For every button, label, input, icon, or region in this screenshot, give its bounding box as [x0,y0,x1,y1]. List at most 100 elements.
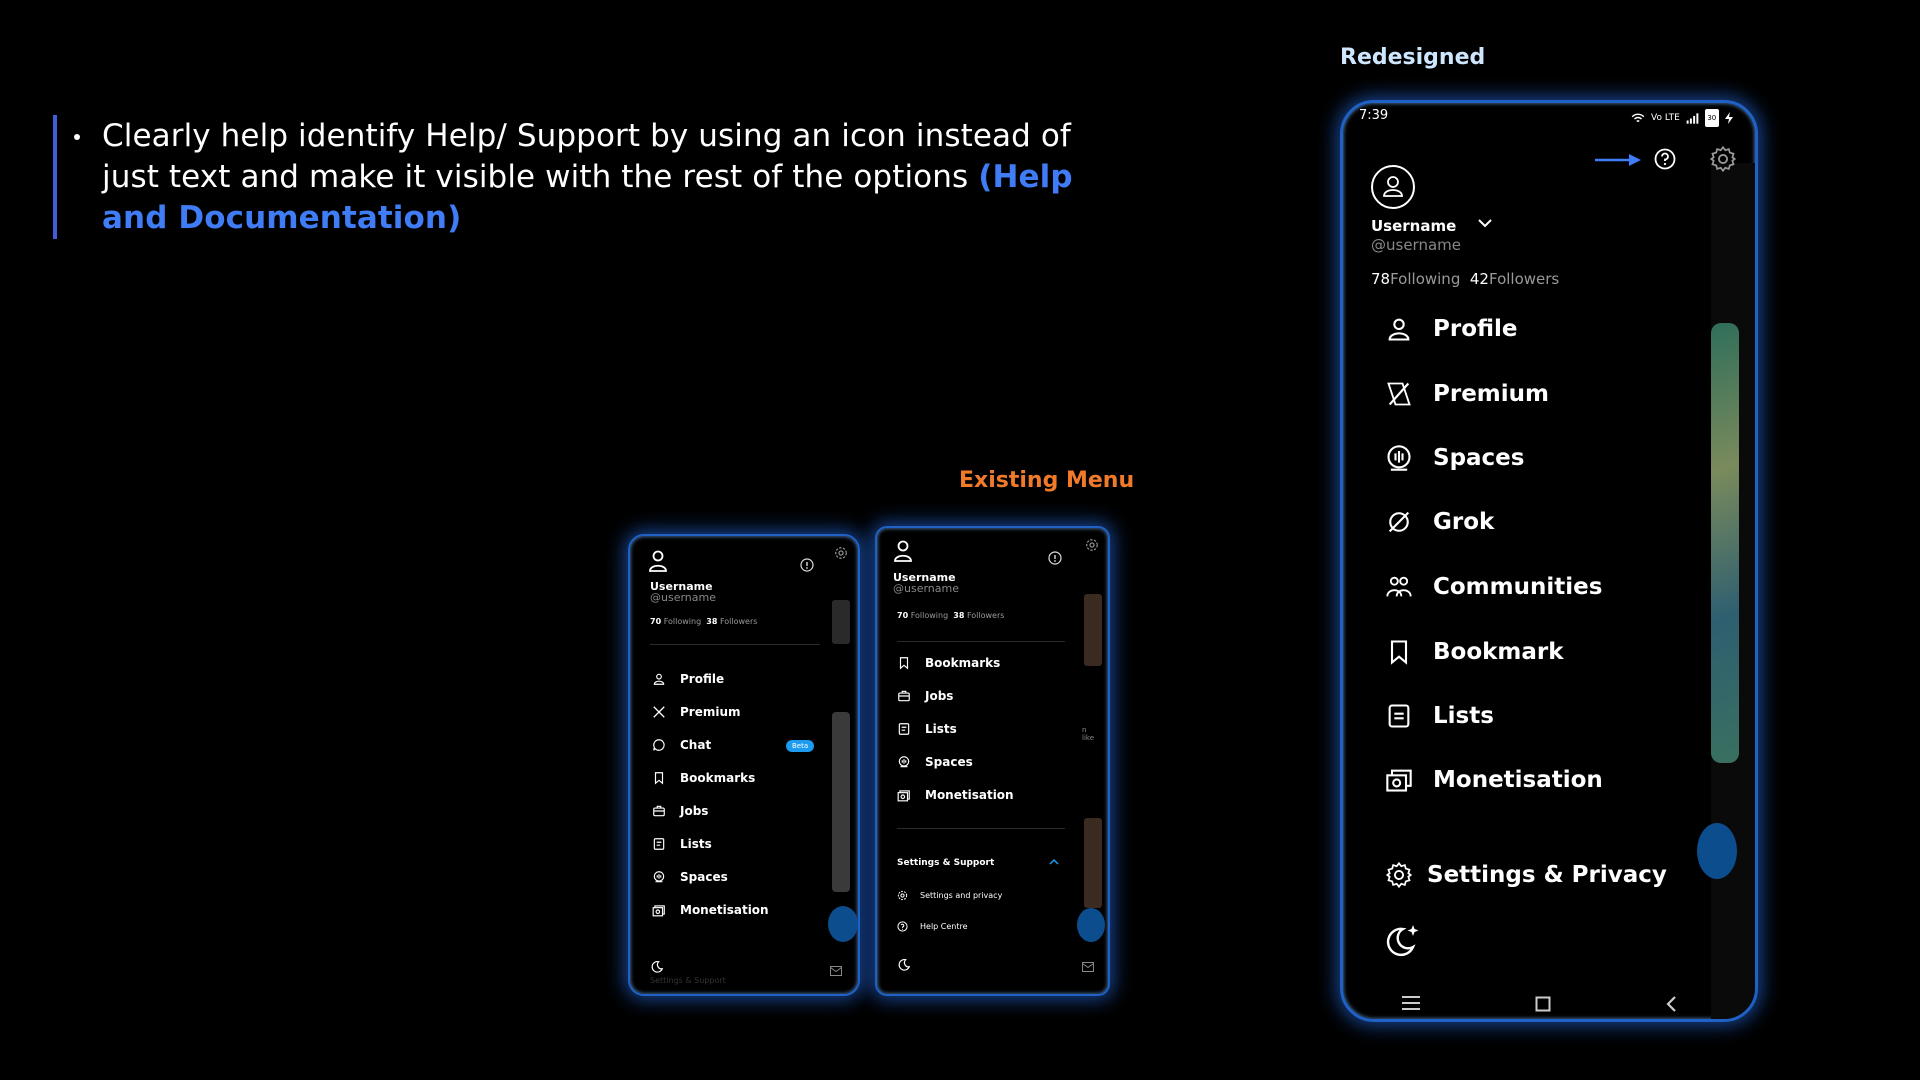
menu-item-bookmarks[interactable]: Bookmarks [652,771,755,785]
handle: @username [650,591,716,604]
briefcase-icon [653,805,665,817]
battery-icon: 30 [1704,109,1719,127]
chevron-down-icon[interactable] [1477,217,1493,229]
list-icon [653,838,665,850]
menu-item-lists[interactable]: Lists [897,722,957,736]
handle: @username [893,582,959,595]
followers-count: 38 [953,611,965,620]
bullet-highlight-text: (Help and Documentation) [102,159,1073,236]
bookmark-icon [899,657,909,670]
gear-icon[interactable] [1709,145,1737,173]
nav-home-icon[interactable] [1535,996,1551,1012]
sub-item-help-centre[interactable]: Help Centre [897,921,968,932]
existing-menu-label: Existing Menu [959,468,1135,493]
username: Username [650,580,713,593]
menu-item-label: Premium [680,705,741,719]
gear-icon [897,890,908,901]
divider [650,644,820,645]
menu-item-communities[interactable]: Communities [1385,573,1602,601]
arrow-pointer-icon [1595,153,1641,167]
settings-privacy-item[interactable]: Settings & Privacy [1385,861,1667,889]
followers-label: Followers [1488,270,1560,288]
bullet-main-text: Clearly help identify Help/ Support by u… [102,118,1071,195]
existing-menu-phone-1: Username @username 70 Following 38 Follo… [628,534,860,996]
redesigned-label: Redesigned [1340,45,1486,70]
menu-item-bookmarks[interactable]: Bookmarks [897,656,1000,670]
person-icon [649,550,667,572]
sub-item-settings-privacy[interactable]: Settings and privacy [897,890,1002,901]
moon-icon[interactable] [650,960,664,974]
menu-item-label: Monetisation [680,903,769,917]
menu-item-grok[interactable]: Grok [1385,508,1494,536]
follow-stats[interactable]: 70 Following 38 Followers [897,611,1004,620]
menu-item-spaces[interactable]: Spaces [1385,444,1524,472]
menu-item-label: Bookmarks [680,771,756,785]
menu-item-lists[interactable]: Lists [1385,702,1494,730]
compose-fab-peek [828,906,858,942]
briefcase-icon [898,690,910,702]
menu-item-label: Chat [680,738,712,752]
menu-item-monetisation[interactable]: Monetisation [652,903,769,917]
settings-privacy-label: Settings & Privacy [1427,862,1667,888]
menu-item-label: Lists [1433,703,1494,729]
communities-icon [1386,576,1412,597]
avatar[interactable] [1371,165,1415,209]
help-circle-icon[interactable] [800,558,814,572]
menu-item-label: Lists [925,722,957,736]
menu-item-jobs[interactable]: Jobs [897,689,953,703]
grok-icon [1388,511,1410,533]
menu-item-monetisation[interactable]: Monetisation [1385,766,1603,794]
money-icon [652,905,665,917]
menu-item-jobs[interactable]: Jobs [652,804,708,818]
gear-icon[interactable] [1085,538,1099,552]
menu-item-profile[interactable]: Profile [652,672,724,686]
nav-menu-icon[interactable] [1401,995,1421,1011]
settings-support-faded[interactable]: Settings & Support [650,976,726,985]
avatar[interactable] [893,540,913,562]
follow-stats[interactable]: 78Following 42Followers [1371,270,1559,288]
menu-item-premium[interactable]: Premium [652,705,741,719]
menu-item-chat[interactable]: Chat [652,738,711,752]
chevron-up-icon[interactable] [1049,858,1059,866]
bookmark-icon [654,772,664,785]
following-label: Following [663,617,702,626]
menu-item-label: Spaces [1433,445,1525,471]
menu-item-profile[interactable]: Profile [1385,315,1518,343]
bullet-dot [74,134,80,140]
bookmark-icon [1390,640,1408,665]
gear-icon[interactable] [834,546,848,560]
help-circle-icon[interactable] [1653,147,1677,171]
followers-count: 42 [1469,270,1489,288]
background-feed-peek [832,712,850,892]
wifi-icon [1631,113,1645,122]
network-label: Vo LTE [1651,113,1680,123]
menu-item-monetisation[interactable]: Monetisation [897,788,1014,802]
username: Username [893,571,956,584]
background-feed-peek [832,600,850,644]
background-feed-peek [1084,594,1102,666]
follow-stats[interactable]: 70 Following 38 Followers [650,617,757,626]
moon-icon[interactable] [1383,923,1421,959]
menu-item-spaces[interactable]: Spaces [897,755,973,769]
status-icons: Vo LTE 30 [1631,109,1733,127]
menu-item-label: Monetisation [1433,767,1603,793]
moon-icon[interactable] [897,958,911,972]
avatar[interactable] [648,550,668,572]
x-logo-icon [1387,382,1411,406]
menu-item-label: Grok [1433,509,1495,535]
list-icon [898,723,910,735]
menu-item-bookmark[interactable]: Bookmark [1385,638,1564,666]
menu-item-label: Monetisation [925,788,1014,802]
settings-support-section-title[interactable]: Settings & Support [897,858,995,868]
menu-item-lists[interactable]: Lists [652,837,712,851]
menu-item-premium[interactable]: Premium [1385,380,1549,408]
mail-icon[interactable] [1082,962,1094,972]
menu-item-spaces[interactable]: Spaces [652,870,728,884]
nav-back-icon[interactable] [1665,995,1677,1013]
beta-badge: Beta [786,740,815,752]
signal-icon [1686,112,1699,124]
help-circle-icon[interactable] [1048,551,1062,565]
followers-count: 38 [706,617,718,626]
mail-icon[interactable] [830,966,842,976]
